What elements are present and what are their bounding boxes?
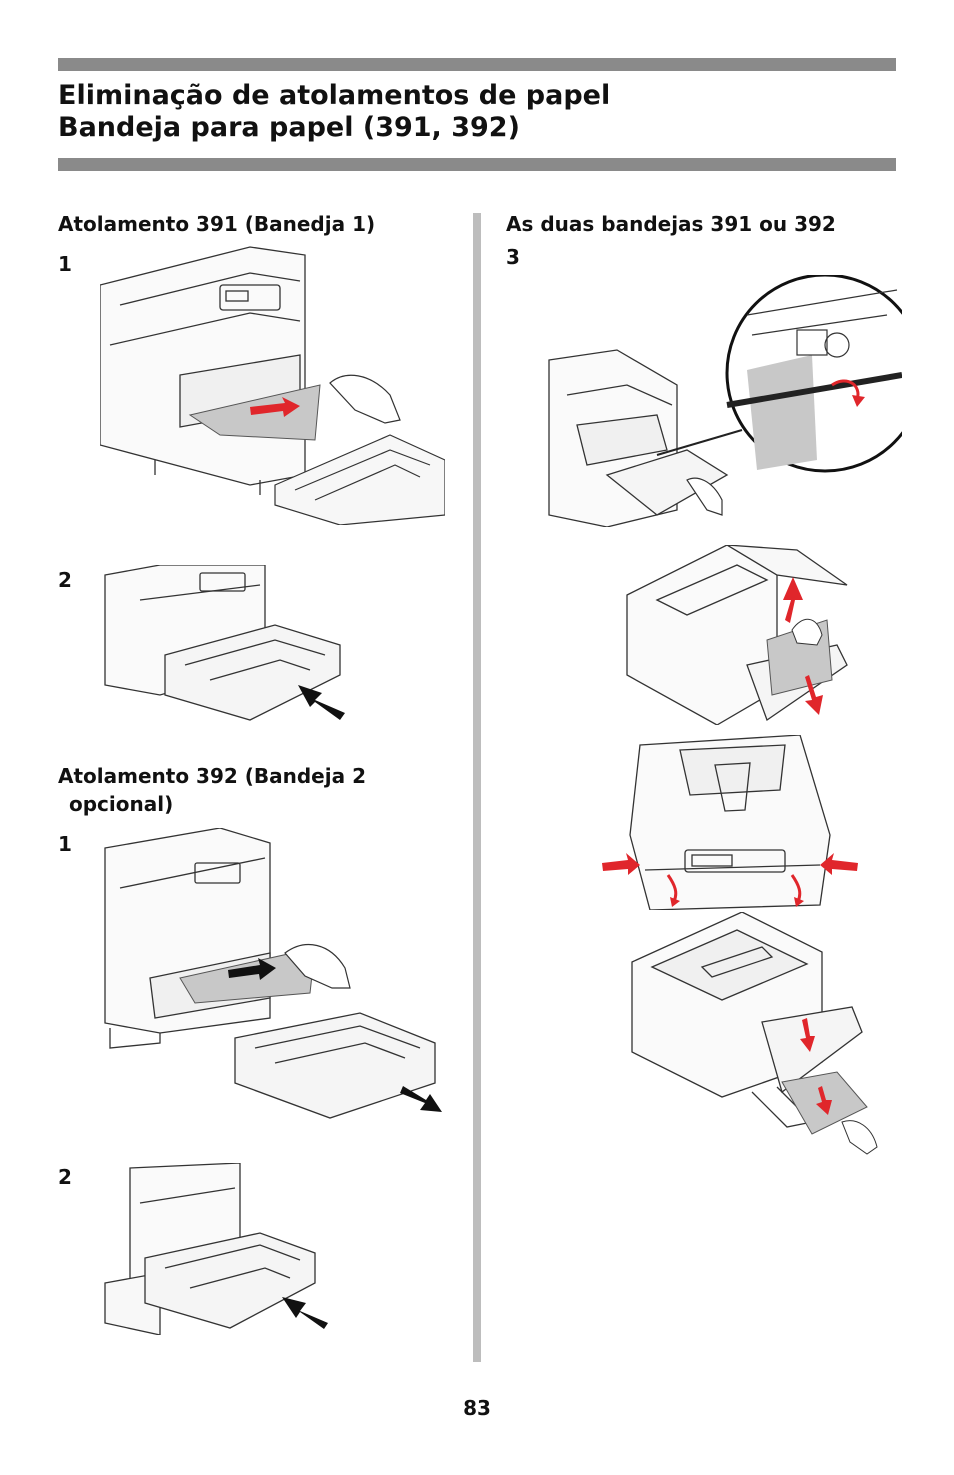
step-number: 2 (58, 1165, 72, 1189)
tray1-push-in-illustration (104, 565, 345, 721)
paper-jam-tray1-pull-paper-illustration (100, 246, 445, 525)
step-number: 1 (58, 252, 72, 276)
column-divider (473, 213, 481, 1362)
section-heading-392: Atolamento 392 (Bandeja 2 opcional) (58, 762, 366, 818)
tray2-push-in-illustration (104, 1163, 328, 1335)
section-heading-391: Atolamento 391 (Banedja 1) (58, 212, 376, 236)
rear-exit-paper-removal-illustration (631, 912, 878, 1155)
top-rule (58, 58, 896, 71)
section-heading-392-line-2: opcional) (69, 792, 174, 816)
front-cover-release-illustration (602, 735, 858, 910)
side-cover-remove-paper-illustration (626, 545, 848, 725)
step-number: 1 (58, 832, 72, 856)
title-line-2: Bandeja para papel (391, 392) (58, 112, 520, 143)
section-heading-both-trays: As duas bandejas 391 ou 392 (506, 212, 836, 236)
section-heading-392-line-1: Atolamento 392 (Bandeja 2 (58, 764, 366, 788)
step-number: 2 (58, 568, 72, 592)
page-title: Eliminação de atolamentos de papel Bande… (58, 80, 610, 144)
page-number: 83 (463, 1396, 491, 1420)
title-line-1: Eliminação de atolamentos de papel (58, 80, 611, 111)
bottom-title-rule (58, 158, 896, 171)
paper-jam-tray2-pull-paper-illustration (104, 828, 442, 1119)
step-number: 3 (506, 245, 520, 269)
side-cover-roller-detail-illustration (548, 275, 902, 527)
